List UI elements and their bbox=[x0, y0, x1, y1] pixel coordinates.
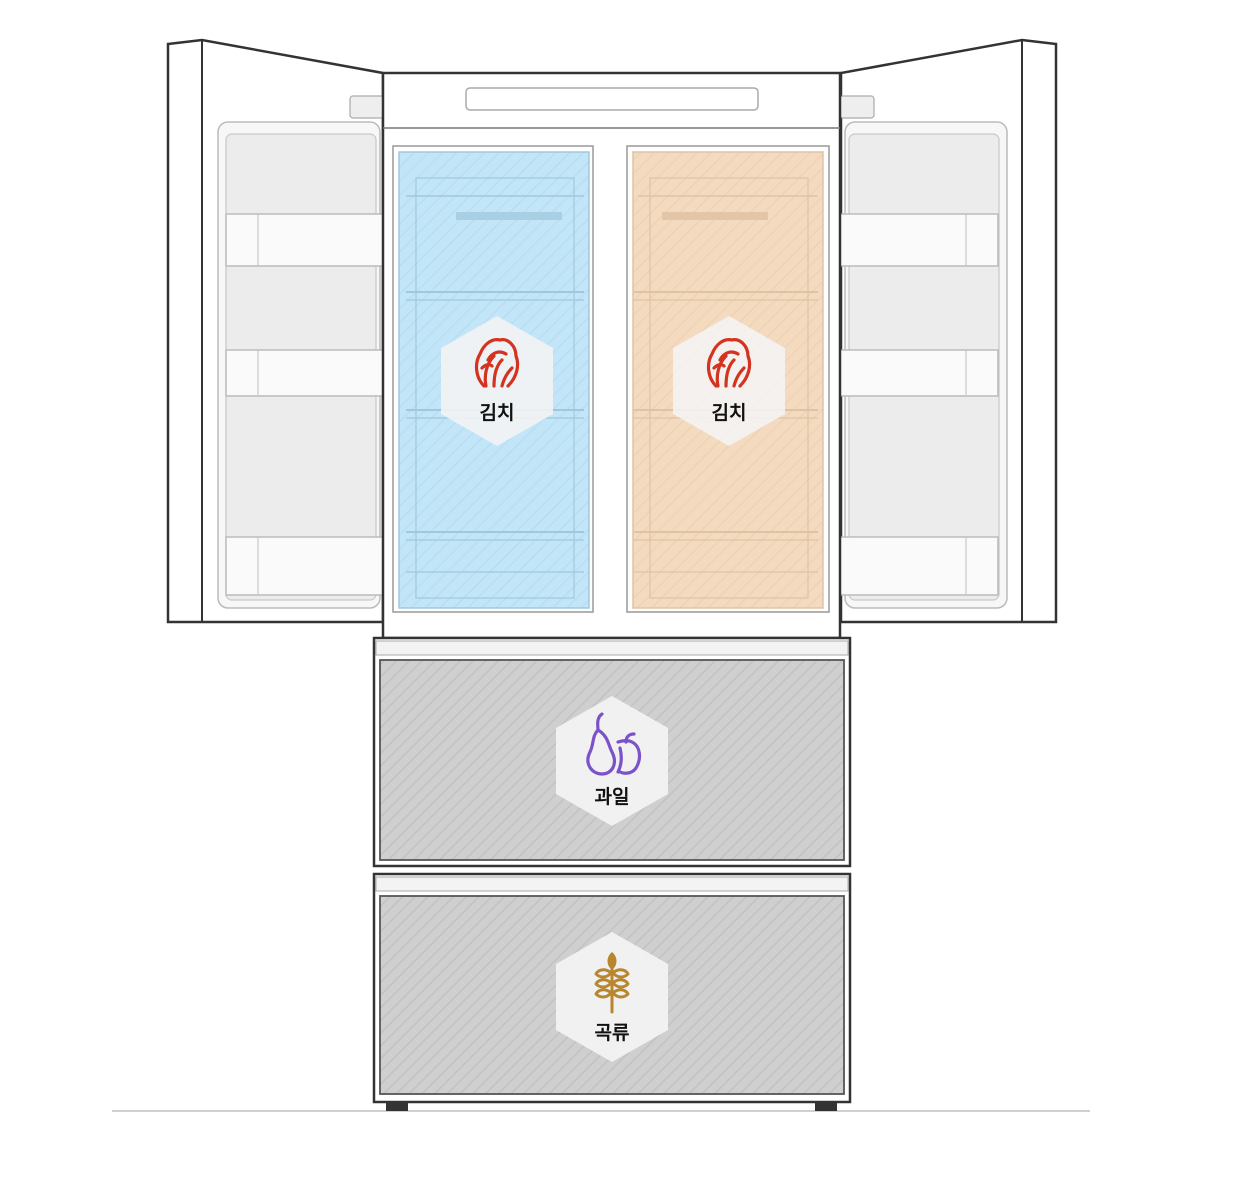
hexagon-badge bbox=[556, 696, 668, 826]
right-door bbox=[835, 38, 1058, 624]
upper-drawer-label: 과일 bbox=[594, 786, 630, 808]
lower-drawer-label: 곡류 bbox=[594, 1022, 630, 1044]
left-foot bbox=[386, 1102, 408, 1111]
lower-drawer-badge: 곡류 bbox=[554, 930, 670, 1064]
right-compartment-badge: 김치 bbox=[671, 314, 787, 448]
grain-icon bbox=[594, 952, 630, 1014]
fruit-icon bbox=[586, 712, 642, 776]
right-compartment-label: 김치 bbox=[711, 402, 747, 424]
hexagon-badge bbox=[673, 316, 785, 446]
left-compartment-label: 김치 bbox=[479, 402, 515, 424]
left-door bbox=[166, 38, 389, 624]
cabbage-icon bbox=[474, 338, 520, 388]
upper-drawer-badge: 과일 bbox=[554, 694, 670, 828]
cabbage-icon bbox=[706, 338, 752, 388]
right-foot bbox=[815, 1102, 837, 1111]
lower-drawer bbox=[372, 872, 852, 1104]
hexagon-badge bbox=[441, 316, 553, 446]
left-compartment-badge: 김치 bbox=[439, 314, 555, 448]
